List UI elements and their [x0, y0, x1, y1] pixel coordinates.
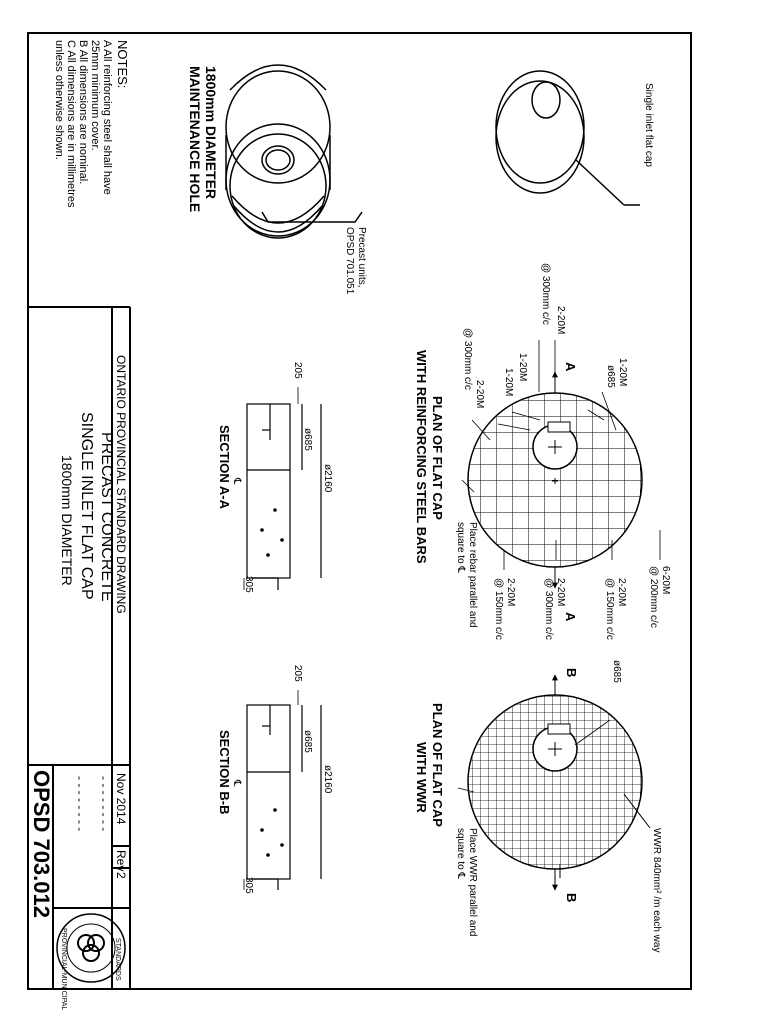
title-block-rev-label: Rev — [114, 850, 128, 871]
rebar-callout: @ 150mm c/c — [493, 578, 504, 640]
wwr-place-2: square to ℄ — [455, 828, 466, 879]
note-line: 25mm minimum cover. — [89, 40, 101, 151]
rebar-callout: @ 300mm c/c — [462, 328, 473, 390]
section-aa-title: SECTION A-A — [217, 425, 232, 510]
rebar-callout: 2-20M — [616, 578, 627, 606]
rebar-callout: Place rebar parallel and — [467, 522, 478, 628]
drawing-number: OPSD 703.012 — [29, 770, 54, 918]
rebar-callout: @ 150mm c/c — [604, 578, 615, 640]
maintenance-hole-drawing — [225, 64, 363, 239]
seal-top-text: STANDARDS — [114, 938, 121, 981]
plan-wwr-drawing — [467, 674, 651, 891]
wwr-dia-label: ø685 — [611, 660, 622, 683]
rebar-callout: ø685 — [605, 365, 616, 388]
title-block-line3: 1800mm DIAMETER — [59, 455, 75, 586]
rebar-callout: 2-20M — [555, 306, 566, 334]
wwr-place-1: Place WWR parallel and — [467, 828, 478, 936]
section-bb-cl: ℄ — [231, 779, 242, 787]
notes-heading: NOTES: — [115, 40, 130, 88]
rebar-callout: 2-20M — [555, 578, 566, 606]
section-mark-a-bottom: A — [563, 612, 578, 622]
section-bb-dim: 305 — [243, 877, 254, 894]
section-bb-drawing — [246, 704, 322, 890]
rebar-callout: 6-20M — [660, 566, 671, 594]
title-block-rev-no: 2 — [114, 872, 128, 879]
rebar-callout: 1-20M — [517, 353, 528, 381]
section-mark-a-top: A — [563, 362, 578, 372]
plan-rebar-title-1: PLAN OF FLAT CAP — [430, 396, 445, 520]
rebar-callout: 2-20M — [474, 380, 485, 408]
section-bb-dim: ø2160 — [322, 765, 333, 794]
section-bb-dim: ø685 — [302, 730, 313, 753]
rebar-callout: @ 300mm c/c — [540, 263, 551, 325]
sheet-border — [27, 32, 692, 990]
plan-rebar-drawing — [467, 371, 643, 589]
mh-title-2: MAINTENANCE HOLE — [187, 66, 203, 212]
mh-title-1: 1800mm DIAMETER — [203, 66, 219, 199]
seal-bottom-text: PROVINCIAL-MUNICIPAL — [60, 928, 67, 1010]
rebar-callout: @ 200mm c/c — [648, 566, 659, 628]
flat-cap-drawing — [495, 70, 640, 206]
note-line: B All dimensions are nominal. — [77, 40, 89, 184]
precast-opsd-ref: OPSD 701.051 — [344, 227, 355, 295]
section-aa-dim: 305 — [243, 576, 254, 593]
section-aa-cl: ℄ — [231, 477, 242, 485]
note-line: unless otherwise shown. — [53, 40, 65, 160]
cap-label: Single inlet flat cap — [643, 83, 654, 167]
leader-lines — [243, 340, 661, 890]
title-block-line1: PRECAST CONCRETE — [98, 432, 115, 602]
precast-units-label: Precast units, — [356, 227, 367, 288]
rebar-callout: 1-20M — [617, 358, 628, 386]
section-aa-dim: ø2160 — [322, 464, 333, 493]
title-block-line2: SINGLE INLET FLAT CAP — [78, 412, 95, 600]
rebar-callout: 1-20M — [503, 368, 514, 396]
note-line: C All dimensions are in millimetres — [65, 40, 77, 208]
note-line: A All reinforcing steel shall have — [101, 40, 113, 195]
title-block-date: Nov 2014 — [114, 773, 128, 825]
section-bb-title: SECTION B-B — [217, 730, 232, 815]
title-block-dash2: - - - - - - - - — [73, 776, 87, 831]
wwr-label: WWR 840mm² /m each way — [651, 828, 662, 952]
section-mark-b-bottom: B — [564, 893, 579, 902]
title-block-frame — [28, 306, 131, 989]
title-block-dash1: - - - - - - - - — [97, 776, 111, 831]
section-aa-drawing — [246, 403, 322, 590]
plan-wwr-title-2: WITH WWR — [414, 742, 429, 813]
plan-rebar-title-2: WITH REINFORCING STEEL BARS — [414, 350, 429, 564]
section-mark-b-top: B — [564, 668, 579, 677]
section-aa-dim: 205 — [292, 362, 303, 379]
rebar-callout: square to ℄ — [455, 522, 466, 573]
rebar-callout: @ 300mm c/c — [543, 578, 554, 640]
section-bb-dim: 205 — [292, 665, 303, 682]
title-block-org: ONTARIO PROVINCIAL STANDARD DRAWING — [114, 355, 128, 614]
opsd-seal — [56, 913, 126, 983]
rebar-callout: 2-20M — [505, 578, 516, 606]
section-aa-dim: ø685 — [302, 428, 313, 451]
plan-wwr-title-1: PLAN OF FLAT CAP — [430, 703, 445, 827]
